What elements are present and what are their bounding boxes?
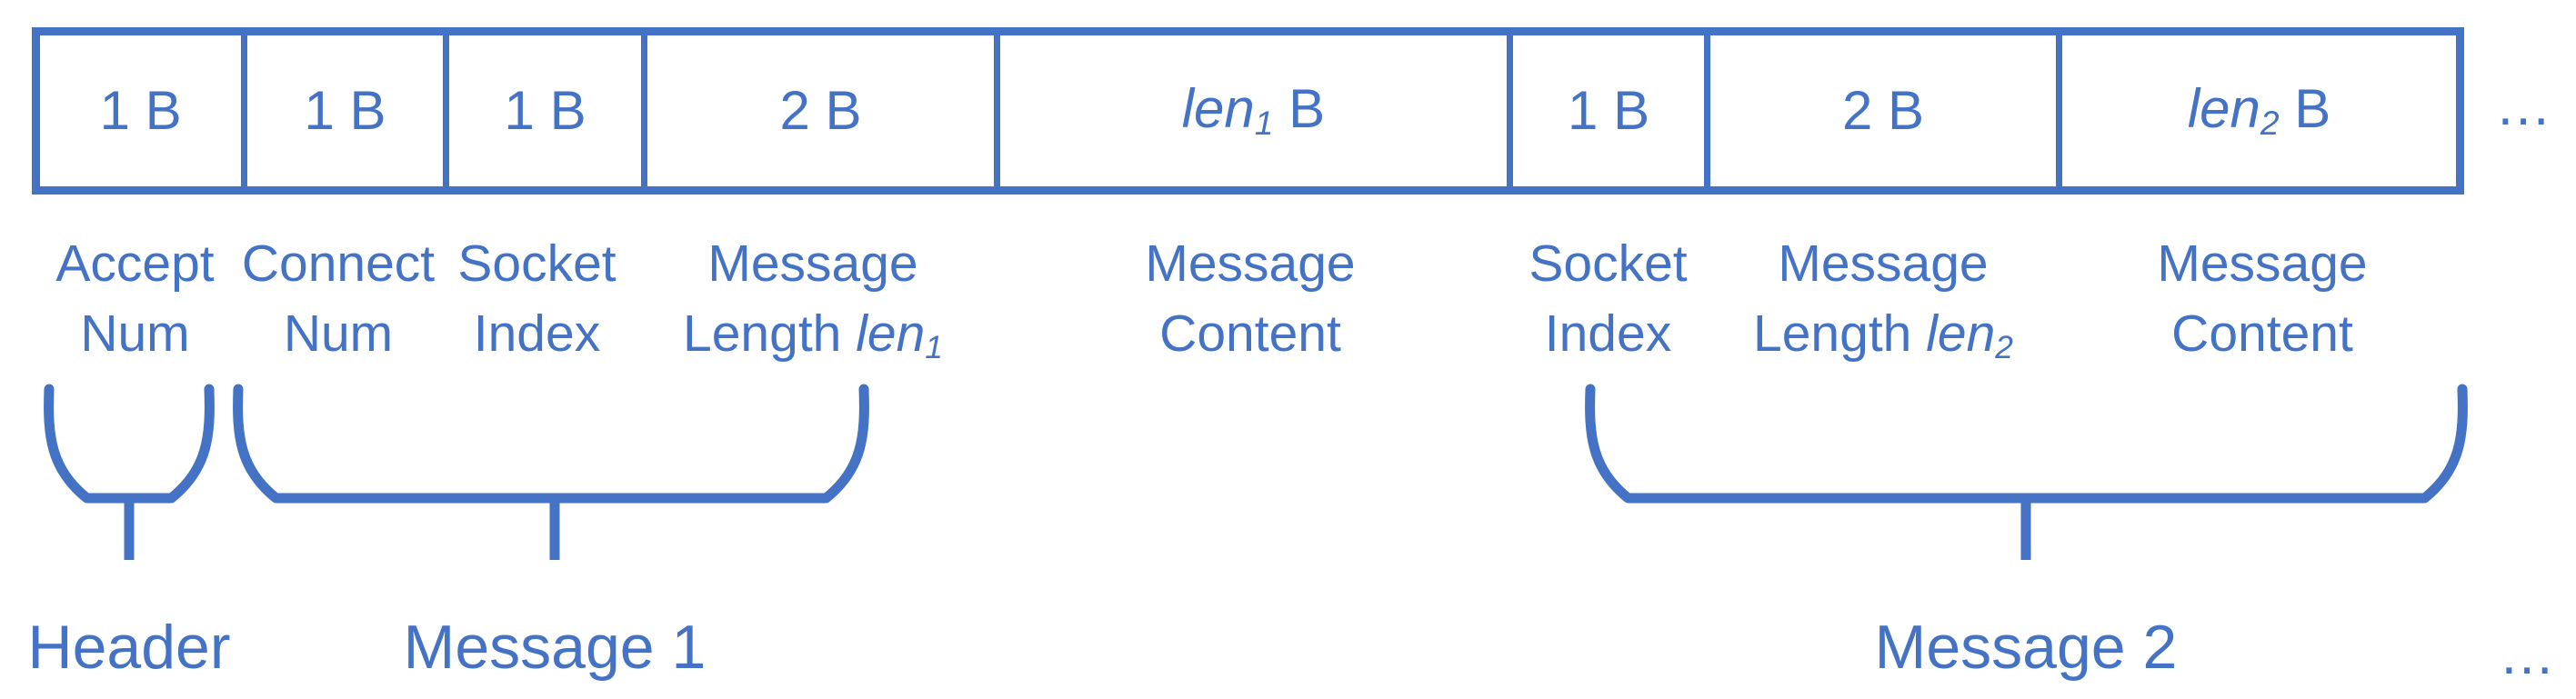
byte-cell-size-label: 2 B: [1841, 80, 1925, 141]
byte-cell-size-label: len2 B: [2187, 77, 2331, 142]
byte-cell-size-label: 2 B: [779, 80, 862, 141]
byte-cell-size-label: 1 B: [504, 80, 586, 141]
field-label-line1: Socket: [1529, 235, 1688, 293]
field-label-line1: Connect: [241, 235, 436, 293]
field-label-line2: Index: [1544, 304, 1672, 363]
byte-cell-3: 1 B: [449, 35, 648, 186]
field-label-line1: Message: [1778, 235, 1989, 293]
byte-cell-4: 2 B: [647, 35, 1000, 186]
group-braces: [44, 384, 2468, 560]
group-continuation-ellipsis: …: [2499, 624, 2557, 686]
byte-layout-table: 1 B 1 B 1 B 2 B len1 B 1 B 2 B len2 B: [32, 27, 2464, 195]
group-label-3: Message 2: [1874, 613, 2178, 682]
byte-cell-2: 1 B: [247, 35, 449, 186]
brace-1: [44, 384, 215, 504]
field-label-line1: Message: [707, 235, 918, 293]
byte-cell-6: 1 B: [1513, 35, 1710, 186]
byte-cell-size-label: 1 B: [304, 80, 386, 141]
field-label-line1: Accept: [55, 235, 215, 293]
field-label-line2: Length len1: [683, 304, 943, 365]
byte-cell-1: 1 B: [40, 35, 248, 186]
brace-2: [233, 384, 869, 504]
field-label-line2: Content: [1159, 304, 1341, 363]
byte-cell-7: 2 B: [1710, 35, 2063, 186]
group-label-2: Message 1: [403, 613, 707, 682]
field-label-line2: Content: [2171, 304, 2353, 363]
field-label-line1: Socket: [457, 235, 616, 293]
field-label-line2: Num: [283, 304, 394, 363]
byte-cell-5: len1 B: [1000, 35, 1514, 186]
field-label-line1: Message: [1145, 235, 1356, 293]
table-continuation-ellipsis: …: [2495, 75, 2553, 137]
byte-cell-8: len2 B: [2062, 35, 2456, 186]
field-label-line2: Length len2: [1753, 304, 2013, 365]
field-label-line2: Index: [473, 304, 601, 363]
byte-cell-size-label: 1 B: [99, 80, 182, 141]
byte-cell-size-label: 1 B: [1568, 80, 1650, 141]
brace-3: [1585, 384, 2468, 504]
field-label-line2: Num: [80, 304, 190, 363]
field-label-line1: Message: [2157, 235, 2368, 293]
byte-cell-size-label: len1 B: [1181, 77, 1326, 142]
group-label-1: Header: [27, 613, 231, 682]
